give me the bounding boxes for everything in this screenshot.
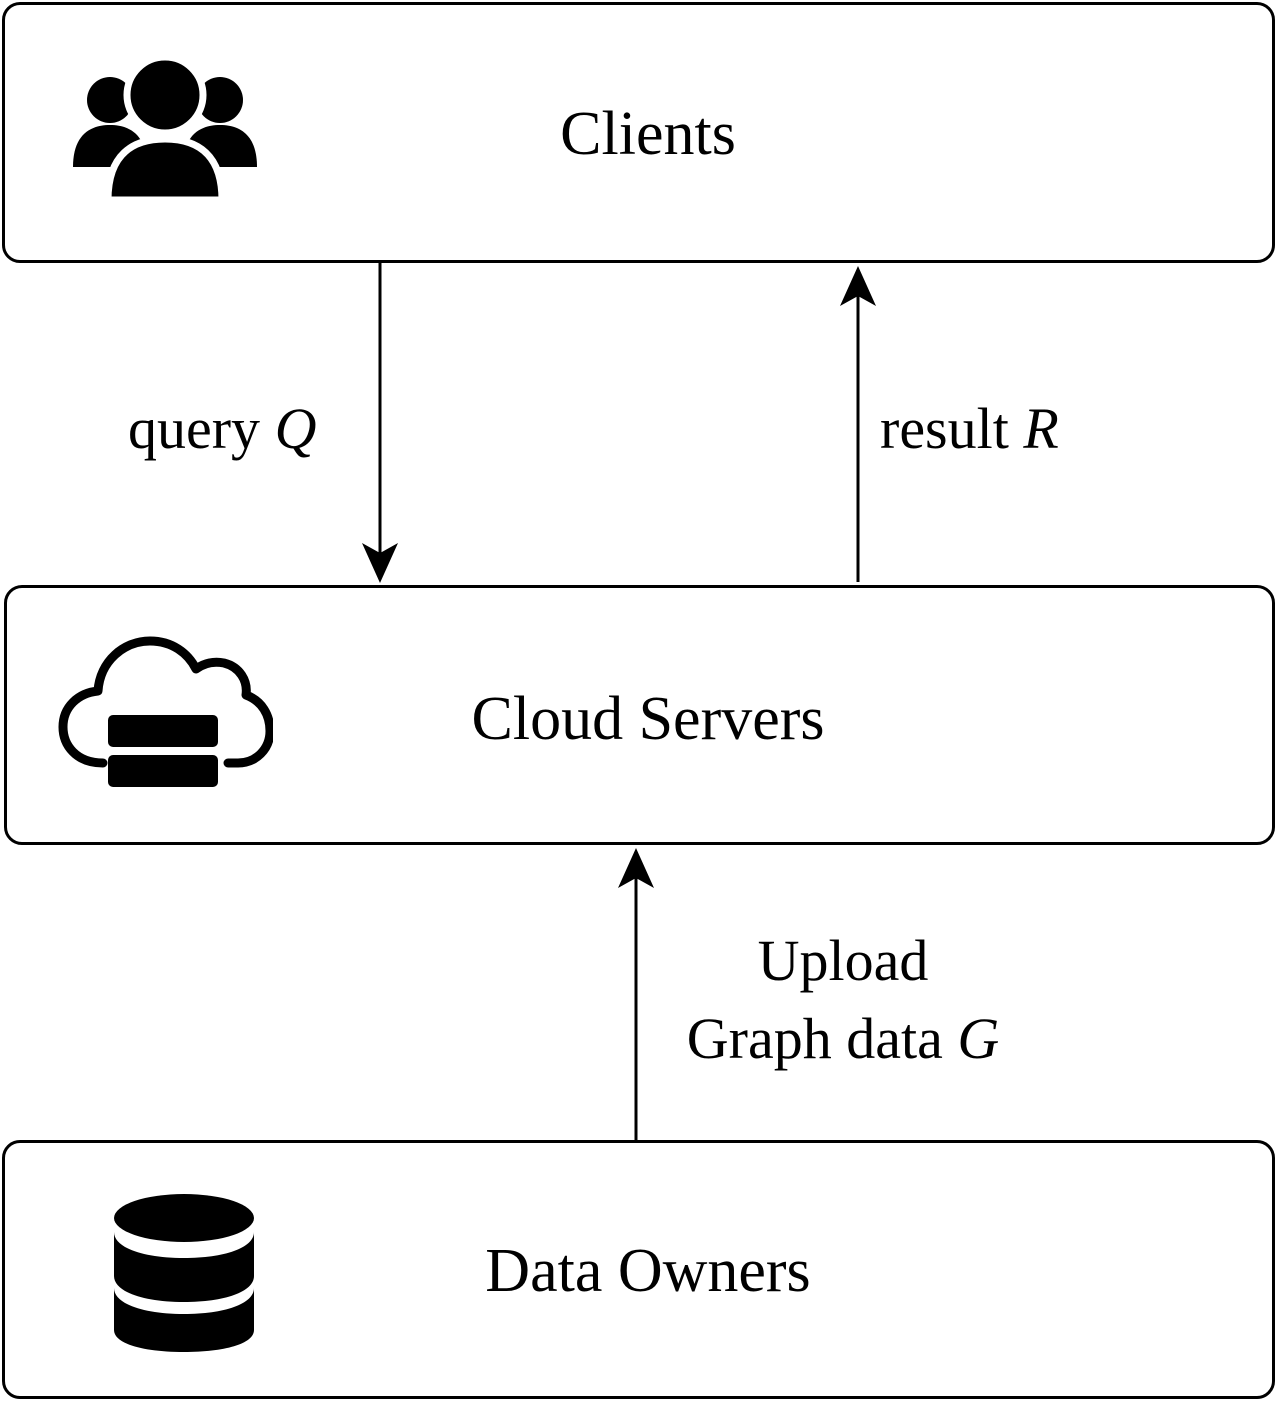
data-owners-label: Data Owners	[485, 1237, 811, 1305]
result-variable: R	[1023, 396, 1059, 461]
query-label: query Q	[128, 400, 316, 458]
query-variable: Q	[274, 396, 317, 461]
result-arrow	[840, 266, 876, 582]
upload-line1: Upload	[757, 928, 929, 993]
upload-line2: Graph data G	[687, 1000, 999, 1078]
cloud-servers-label: Cloud Servers	[471, 685, 825, 753]
upload-text: Graph data	[686, 1006, 943, 1071]
users-icon	[73, 55, 257, 204]
query-arrow	[362, 263, 398, 583]
result-text: result	[880, 396, 1009, 461]
database-icon	[114, 1194, 254, 1352]
upload-label: Upload Graph data G	[687, 922, 999, 1078]
upload-variable: G	[957, 1006, 1000, 1071]
query-text: query	[128, 396, 261, 461]
cloud-servers-box	[4, 585, 1275, 845]
clients-label: Clients	[560, 100, 736, 168]
upload-arrow	[618, 848, 654, 1140]
cloud-server-icon	[58, 636, 273, 787]
result-label: result R	[880, 400, 1059, 458]
